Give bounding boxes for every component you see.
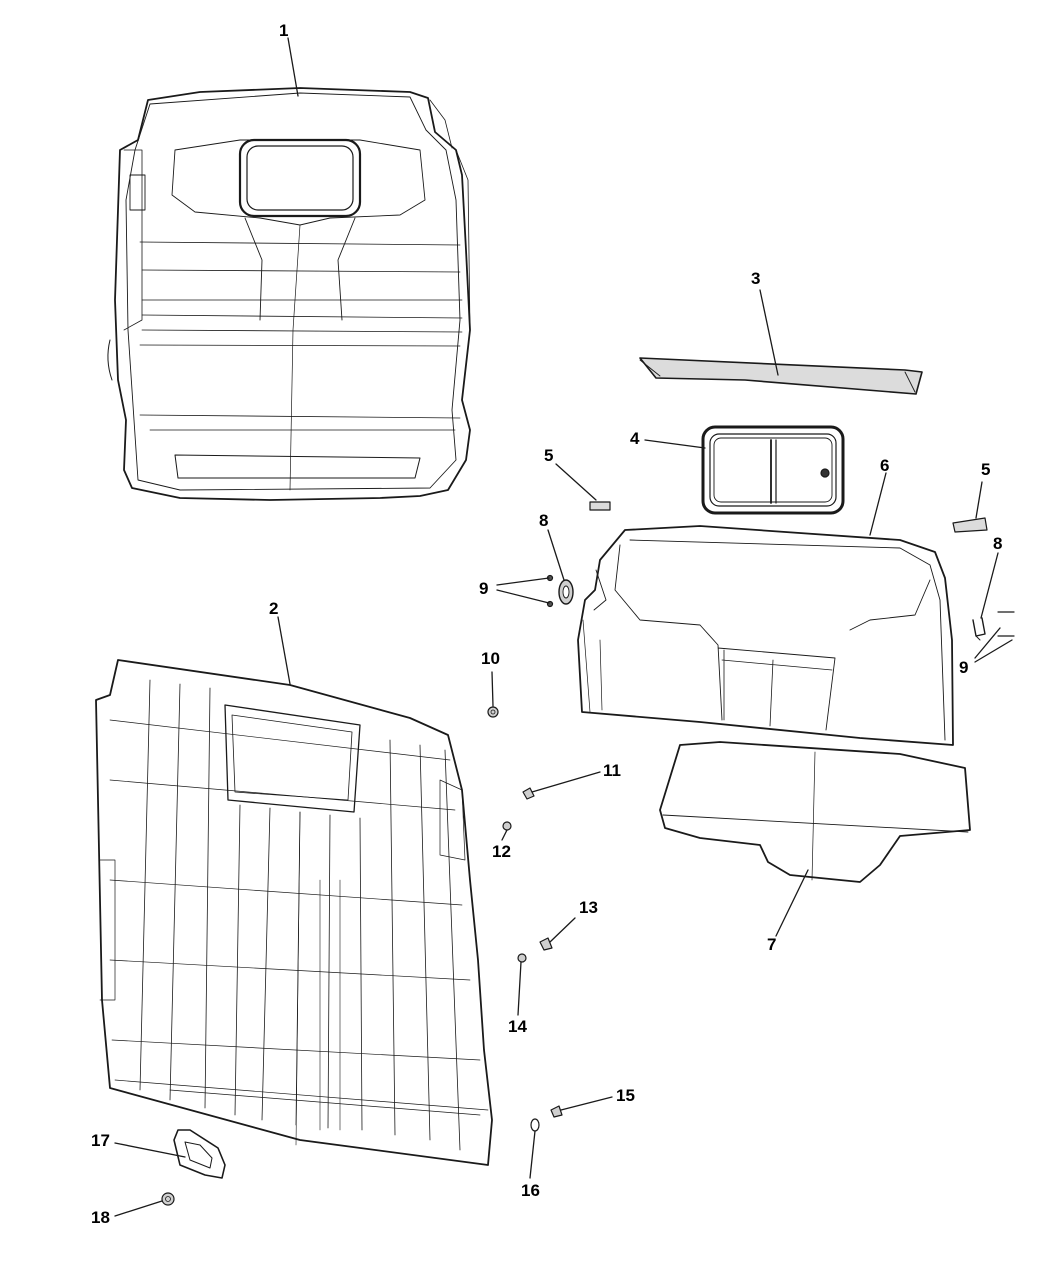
leader-8b (980, 552, 999, 619)
part-5-clip-left (590, 502, 610, 510)
callout-4: 4 (630, 429, 640, 448)
leader-6 (869, 472, 887, 536)
callout-10: 10 (481, 649, 500, 668)
part-8-bracket-right (973, 618, 985, 640)
part-13-fastener (540, 938, 552, 950)
part-11-fastener (523, 788, 534, 799)
part-9-screws-left (548, 576, 553, 607)
leader-7 (775, 869, 809, 937)
callout-1: 1 (279, 21, 289, 40)
callout-9-left: 9 (479, 579, 489, 598)
callout-6: 6 (880, 456, 890, 475)
part-18-nut (162, 1193, 174, 1205)
leader-15 (560, 1096, 613, 1111)
leader-lines (114, 37, 1013, 1217)
callout-18: 18 (91, 1208, 110, 1227)
leader-9a-bot (496, 589, 550, 604)
leader-5b (975, 481, 983, 519)
callout-8-right: 8 (993, 534, 1003, 553)
part-10-nut (488, 707, 498, 717)
callout-11: 11 (603, 761, 621, 780)
part-14-fastener (518, 954, 526, 962)
leader-8a (547, 529, 565, 581)
leader-18 (114, 1200, 163, 1217)
part-6-trim-panel (578, 526, 953, 745)
part-8-mount-left (559, 580, 573, 604)
callout-12: 12 (492, 842, 511, 861)
part-5-clip-right (953, 518, 987, 532)
leader-14 (517, 961, 522, 1016)
callout-13: 13 (579, 898, 598, 917)
leader-11 (531, 771, 601, 793)
callout-16: 16 (521, 1181, 540, 1200)
callout-3: 3 (751, 269, 761, 288)
part-9-screws-right (998, 612, 1014, 636)
leader-1 (287, 37, 299, 97)
leader-17 (114, 1142, 186, 1158)
part-17-gasket (174, 1130, 225, 1178)
callout-15: 15 (616, 1086, 635, 1105)
callout-7: 7 (767, 935, 777, 954)
leader-16 (529, 1130, 536, 1179)
callout-5-right: 5 (981, 460, 991, 479)
callout-8-left: 8 (539, 511, 549, 530)
leader-9b-bot (974, 639, 1013, 663)
callout-2: 2 (269, 599, 279, 618)
callout-9-right: 9 (959, 658, 969, 677)
part-2-panel (96, 660, 492, 1165)
part-4-window (703, 427, 843, 513)
part-1-headliner (108, 88, 470, 500)
part-12-fastener (503, 822, 511, 830)
leader-4 (644, 439, 706, 449)
leader-13 (549, 917, 576, 943)
leader-12 (501, 829, 508, 841)
callout-17: 17 (91, 1131, 110, 1150)
part-3-trim-strip (640, 358, 922, 394)
part-16-washer (531, 1119, 539, 1131)
part-7-lower-panel (660, 742, 970, 882)
leader-5a (555, 463, 597, 501)
leader-2 (277, 616, 291, 685)
leader-9b-top (974, 627, 1001, 659)
part-15-fastener (551, 1106, 562, 1117)
leader-3 (759, 289, 779, 376)
callout-14: 14 (508, 1017, 527, 1036)
leader-9a-top (496, 577, 550, 586)
callout-5-left: 5 (544, 446, 554, 465)
leader-10 (491, 671, 494, 707)
